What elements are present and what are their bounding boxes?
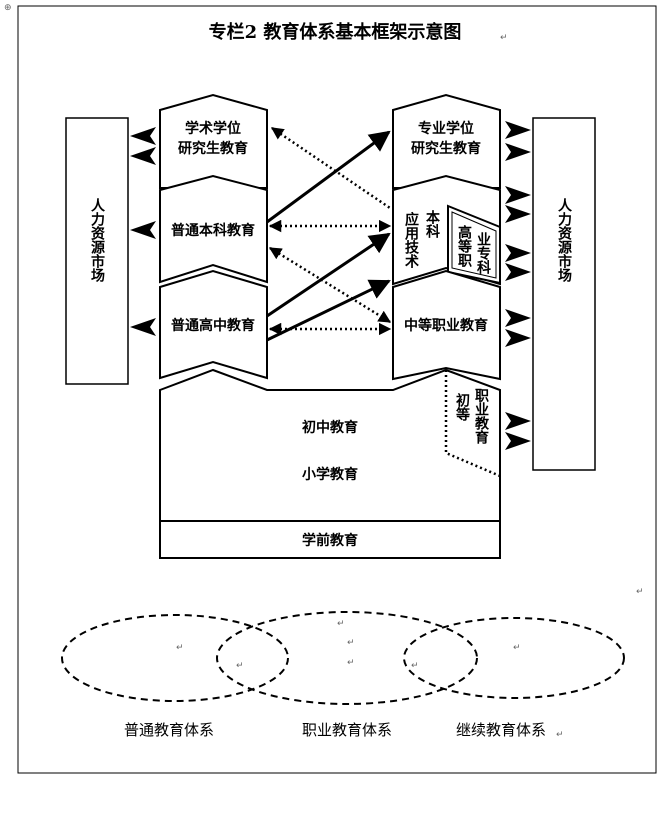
xueqian-box xyxy=(159,520,501,559)
putong-benke-label: 普通本科教育 xyxy=(171,222,255,239)
gaodeng-zhuanke-col2: 业专科 xyxy=(475,232,491,275)
left-market-arrows xyxy=(130,127,156,336)
vocational-education-ellipse xyxy=(216,611,478,705)
title-return-mark: ↵ xyxy=(500,33,508,43)
zhuanye-box xyxy=(392,93,501,189)
arrow-gaozhong-to-gaozhuan xyxy=(266,279,391,342)
chudeng-zhiye-col2: 职业教育 xyxy=(473,388,489,445)
xiaoxue-label: 小学教育 xyxy=(302,466,358,483)
xueshu-label-2: 研究生教育 xyxy=(178,140,248,157)
corner-mark: ⊕ xyxy=(4,3,12,13)
labor-market-right-box xyxy=(532,117,596,471)
return-mark-6: ↵ xyxy=(411,661,419,671)
putong-benke-box xyxy=(159,174,268,284)
system-caption-continuing: 继续教育体系 xyxy=(456,721,546,739)
return-mark-3: ↵ xyxy=(337,619,345,629)
dotted-xueshu-yingyong xyxy=(270,126,391,210)
arrow-gaozhong-to-yingyong xyxy=(266,232,391,318)
continuing-education-ellipse xyxy=(403,617,625,699)
xueqian-label: 学前教育 xyxy=(302,532,358,549)
chudeng-zhiye-col1: 初等 xyxy=(454,392,470,422)
diagram-title: 专栏2 教育体系基本框架示意图 xyxy=(209,21,462,43)
putong-gaozhong-label: 普通高中教育 xyxy=(171,317,255,334)
zhongdeng-zhiye-box xyxy=(392,269,501,381)
gaodeng-zhuanke-box xyxy=(447,204,501,285)
dotted-benke-zhongdeng xyxy=(268,246,392,324)
zhuanye-label-2: 研究生教育 xyxy=(411,140,481,157)
return-mark-7: ↵ xyxy=(513,643,521,653)
labor-market-left-label: 人力资源市场 xyxy=(89,197,105,283)
return-mark-1: ↵ xyxy=(176,643,184,653)
system-caption-general: 普通教育体系 xyxy=(124,721,214,739)
yingyong-benke-col1: 应用技术 xyxy=(403,211,419,269)
gaodeng-zhuanke-col1: 高等职 xyxy=(456,224,472,268)
xueshu-label-1: 学术学位 xyxy=(185,120,241,137)
xueshu-box xyxy=(159,93,268,189)
arrow-benke-to-zhuanye xyxy=(266,130,391,224)
return-mark-8: ↵ xyxy=(636,587,644,597)
yingyong-benke-col2: 本科 xyxy=(424,209,440,239)
gaodeng-zhuanke-inner xyxy=(451,211,497,279)
putong-gaozhong-box xyxy=(159,269,268,380)
return-mark-5: ↵ xyxy=(347,658,355,668)
system-caption-vocational: 职业教育体系 xyxy=(302,721,392,739)
zhongdeng-zhiye-label: 中等职业教育 xyxy=(404,317,488,334)
zhuanye-label-1: 专业学位 xyxy=(418,120,474,137)
page-border xyxy=(17,5,657,774)
return-mark-2: ↵ xyxy=(236,661,244,671)
right-market-arrows xyxy=(505,121,531,450)
basic-education-box xyxy=(159,368,501,522)
return-mark-4: ↵ xyxy=(347,638,355,648)
chuzhong-label: 初中教育 xyxy=(302,419,358,436)
general-education-ellipse xyxy=(61,614,289,702)
labor-market-right-label: 人力资源市场 xyxy=(556,197,572,283)
labor-market-left-box xyxy=(65,117,129,385)
caption-return-mark: ↵ xyxy=(556,730,564,740)
